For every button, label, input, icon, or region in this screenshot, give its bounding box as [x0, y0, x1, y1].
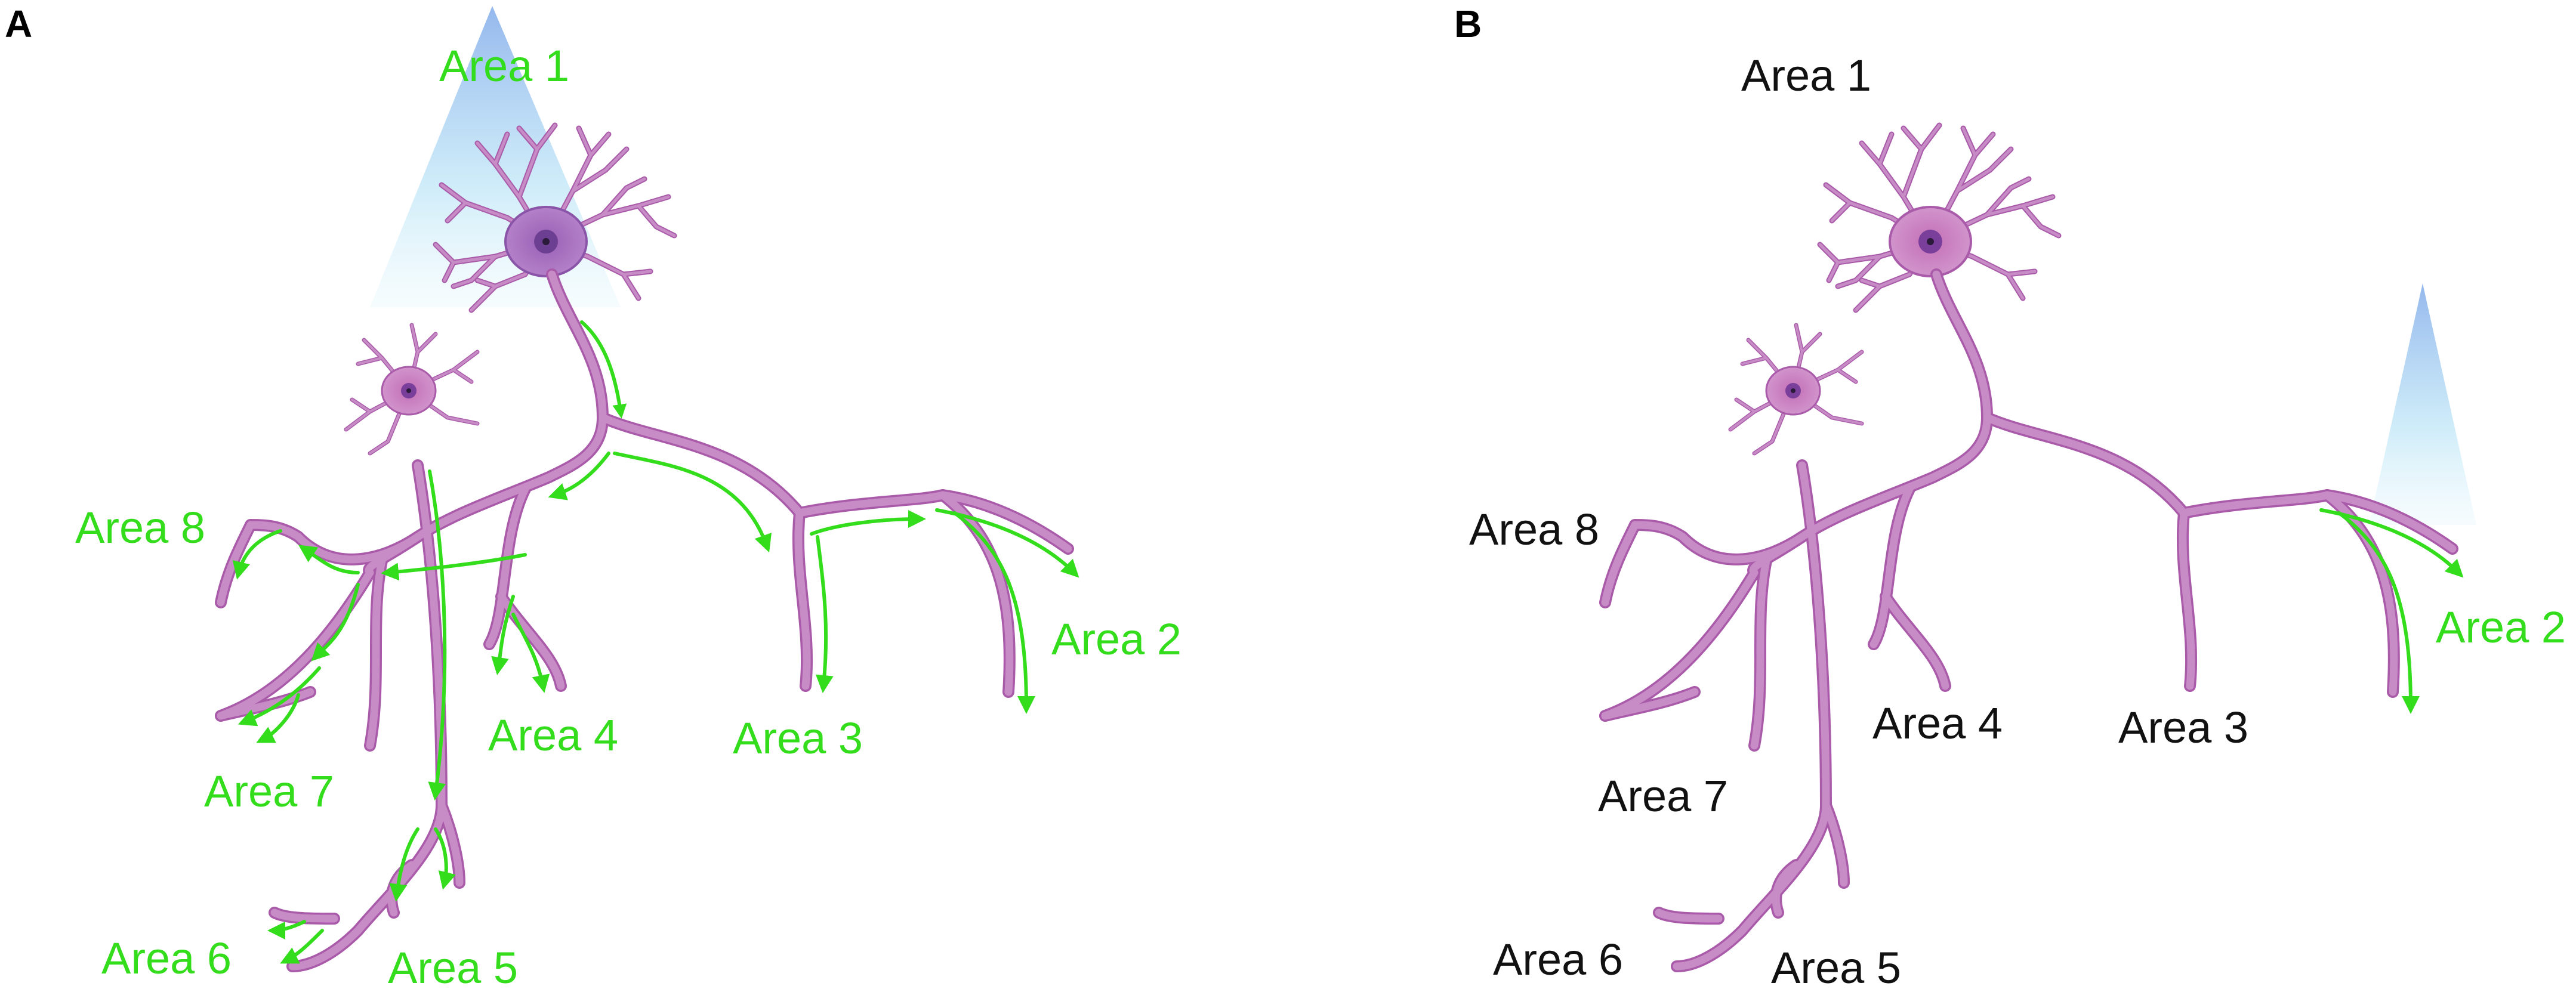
label-b-area-2: Area 2	[2436, 602, 2566, 652]
label-b-area-5: Area 5	[1771, 943, 1901, 989]
panel-b: B	[1454, 2, 2566, 989]
label-a-area-6: Area 6	[101, 934, 232, 983]
label-a-area-5: Area 5	[388, 943, 518, 989]
panel-letter-a: A	[5, 2, 32, 45]
label-b-area-7: Area 7	[1598, 771, 1728, 821]
label-b-area-1: Area 1	[1741, 51, 1871, 100]
label-b-area-8: Area 8	[1469, 505, 1599, 554]
label-b-area-6: Area 6	[1493, 935, 1623, 984]
signal-flow-arrows-a	[232, 320, 1079, 964]
axon-tree-b	[1599, 268, 2458, 972]
label-b-area-4: Area 4	[1872, 699, 2003, 748]
light-cone-area-2	[2369, 283, 2476, 525]
label-a-area-4: Area 4	[488, 710, 618, 760]
large-neuron	[433, 122, 677, 313]
label-b-area-3: Area 3	[2118, 703, 2248, 752]
small-neuron-b	[1728, 323, 1864, 456]
axon-tree-a	[215, 268, 1074, 972]
large-neuron-b	[1817, 122, 2062, 313]
panel-letter-b: B	[1454, 2, 1482, 45]
label-a-area-7: Area 7	[204, 767, 334, 816]
signal-flow-arrows-b	[2319, 508, 2464, 714]
small-neuron	[344, 323, 480, 456]
label-a-area-3: Area 3	[733, 713, 863, 763]
label-a-area-2: Area 2	[1051, 614, 1181, 664]
label-a-area-1: Area 1	[439, 41, 569, 91]
panel-a: A	[5, 2, 1181, 989]
label-a-area-8: Area 8	[75, 503, 205, 552]
